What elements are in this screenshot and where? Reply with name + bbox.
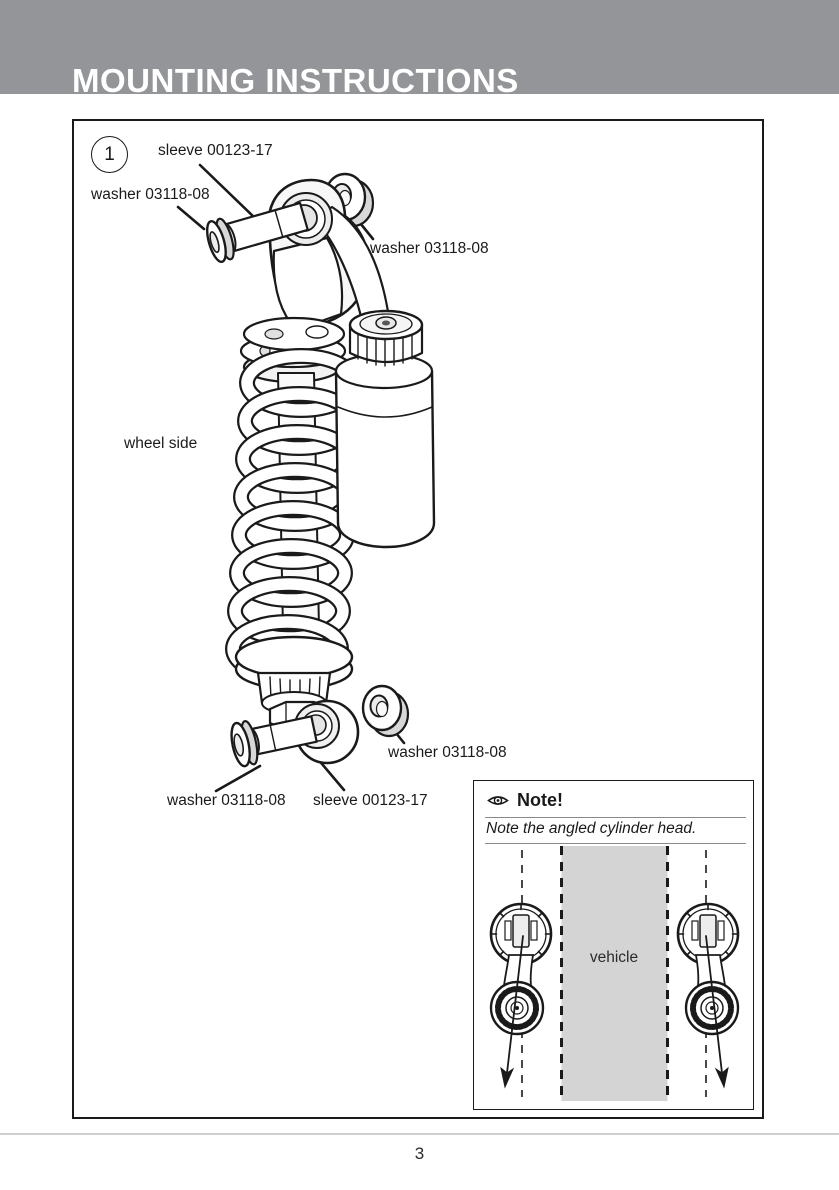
- page-number: 3: [414, 1144, 425, 1163]
- footer-divider: [0, 1133, 839, 1135]
- page-header: MOUNTING INSTRUCTIONS: [0, 0, 839, 99]
- sleeve-bottom-part: [230, 715, 318, 768]
- vehicle-band: [561, 846, 668, 1101]
- shock-absorber-illustration: [176, 163, 436, 793]
- note-header: Note!: [487, 790, 563, 811]
- note-title: Note!: [517, 790, 563, 810]
- label-washer-bottom-right: washer 03118-08: [388, 744, 507, 761]
- vehicle-label: vehicle: [590, 949, 638, 966]
- note-divider: [485, 817, 746, 818]
- shock-top-view-mirrored: [678, 904, 738, 1087]
- label-sleeve-bottom: sleeve 00123-17: [313, 792, 428, 809]
- note-box: Note! Note the angled cylinder head.: [473, 780, 754, 1110]
- label-wheel-side: wheel side: [124, 435, 198, 452]
- label-washer-bottom-left: washer 03118-08: [167, 792, 286, 809]
- washer-bottom-right-part: [361, 684, 410, 738]
- eye-icon: [487, 796, 509, 805]
- label-washer-top-left: washer 03118-08: [91, 186, 210, 203]
- figure-box: 1 sleeve 00123-17 washer 03118-08 washer…: [72, 119, 764, 1119]
- label-sleeve-top: sleeve 00123-17: [158, 142, 273, 159]
- page-title: MOUNTING INSTRUCTIONS: [72, 62, 519, 99]
- sleeve-top-part: [206, 201, 309, 264]
- note-body-text: Note the angled cylinder head.: [486, 820, 697, 837]
- reservoir: [334, 309, 436, 549]
- cylinder-head-angle-diagram: vehicle: [489, 846, 752, 1101]
- note-divider: [485, 843, 746, 844]
- shock-top-view: [489, 902, 553, 1089]
- step-number-badge: 1: [91, 136, 128, 173]
- label-washer-top-right: washer 03118-08: [370, 240, 489, 257]
